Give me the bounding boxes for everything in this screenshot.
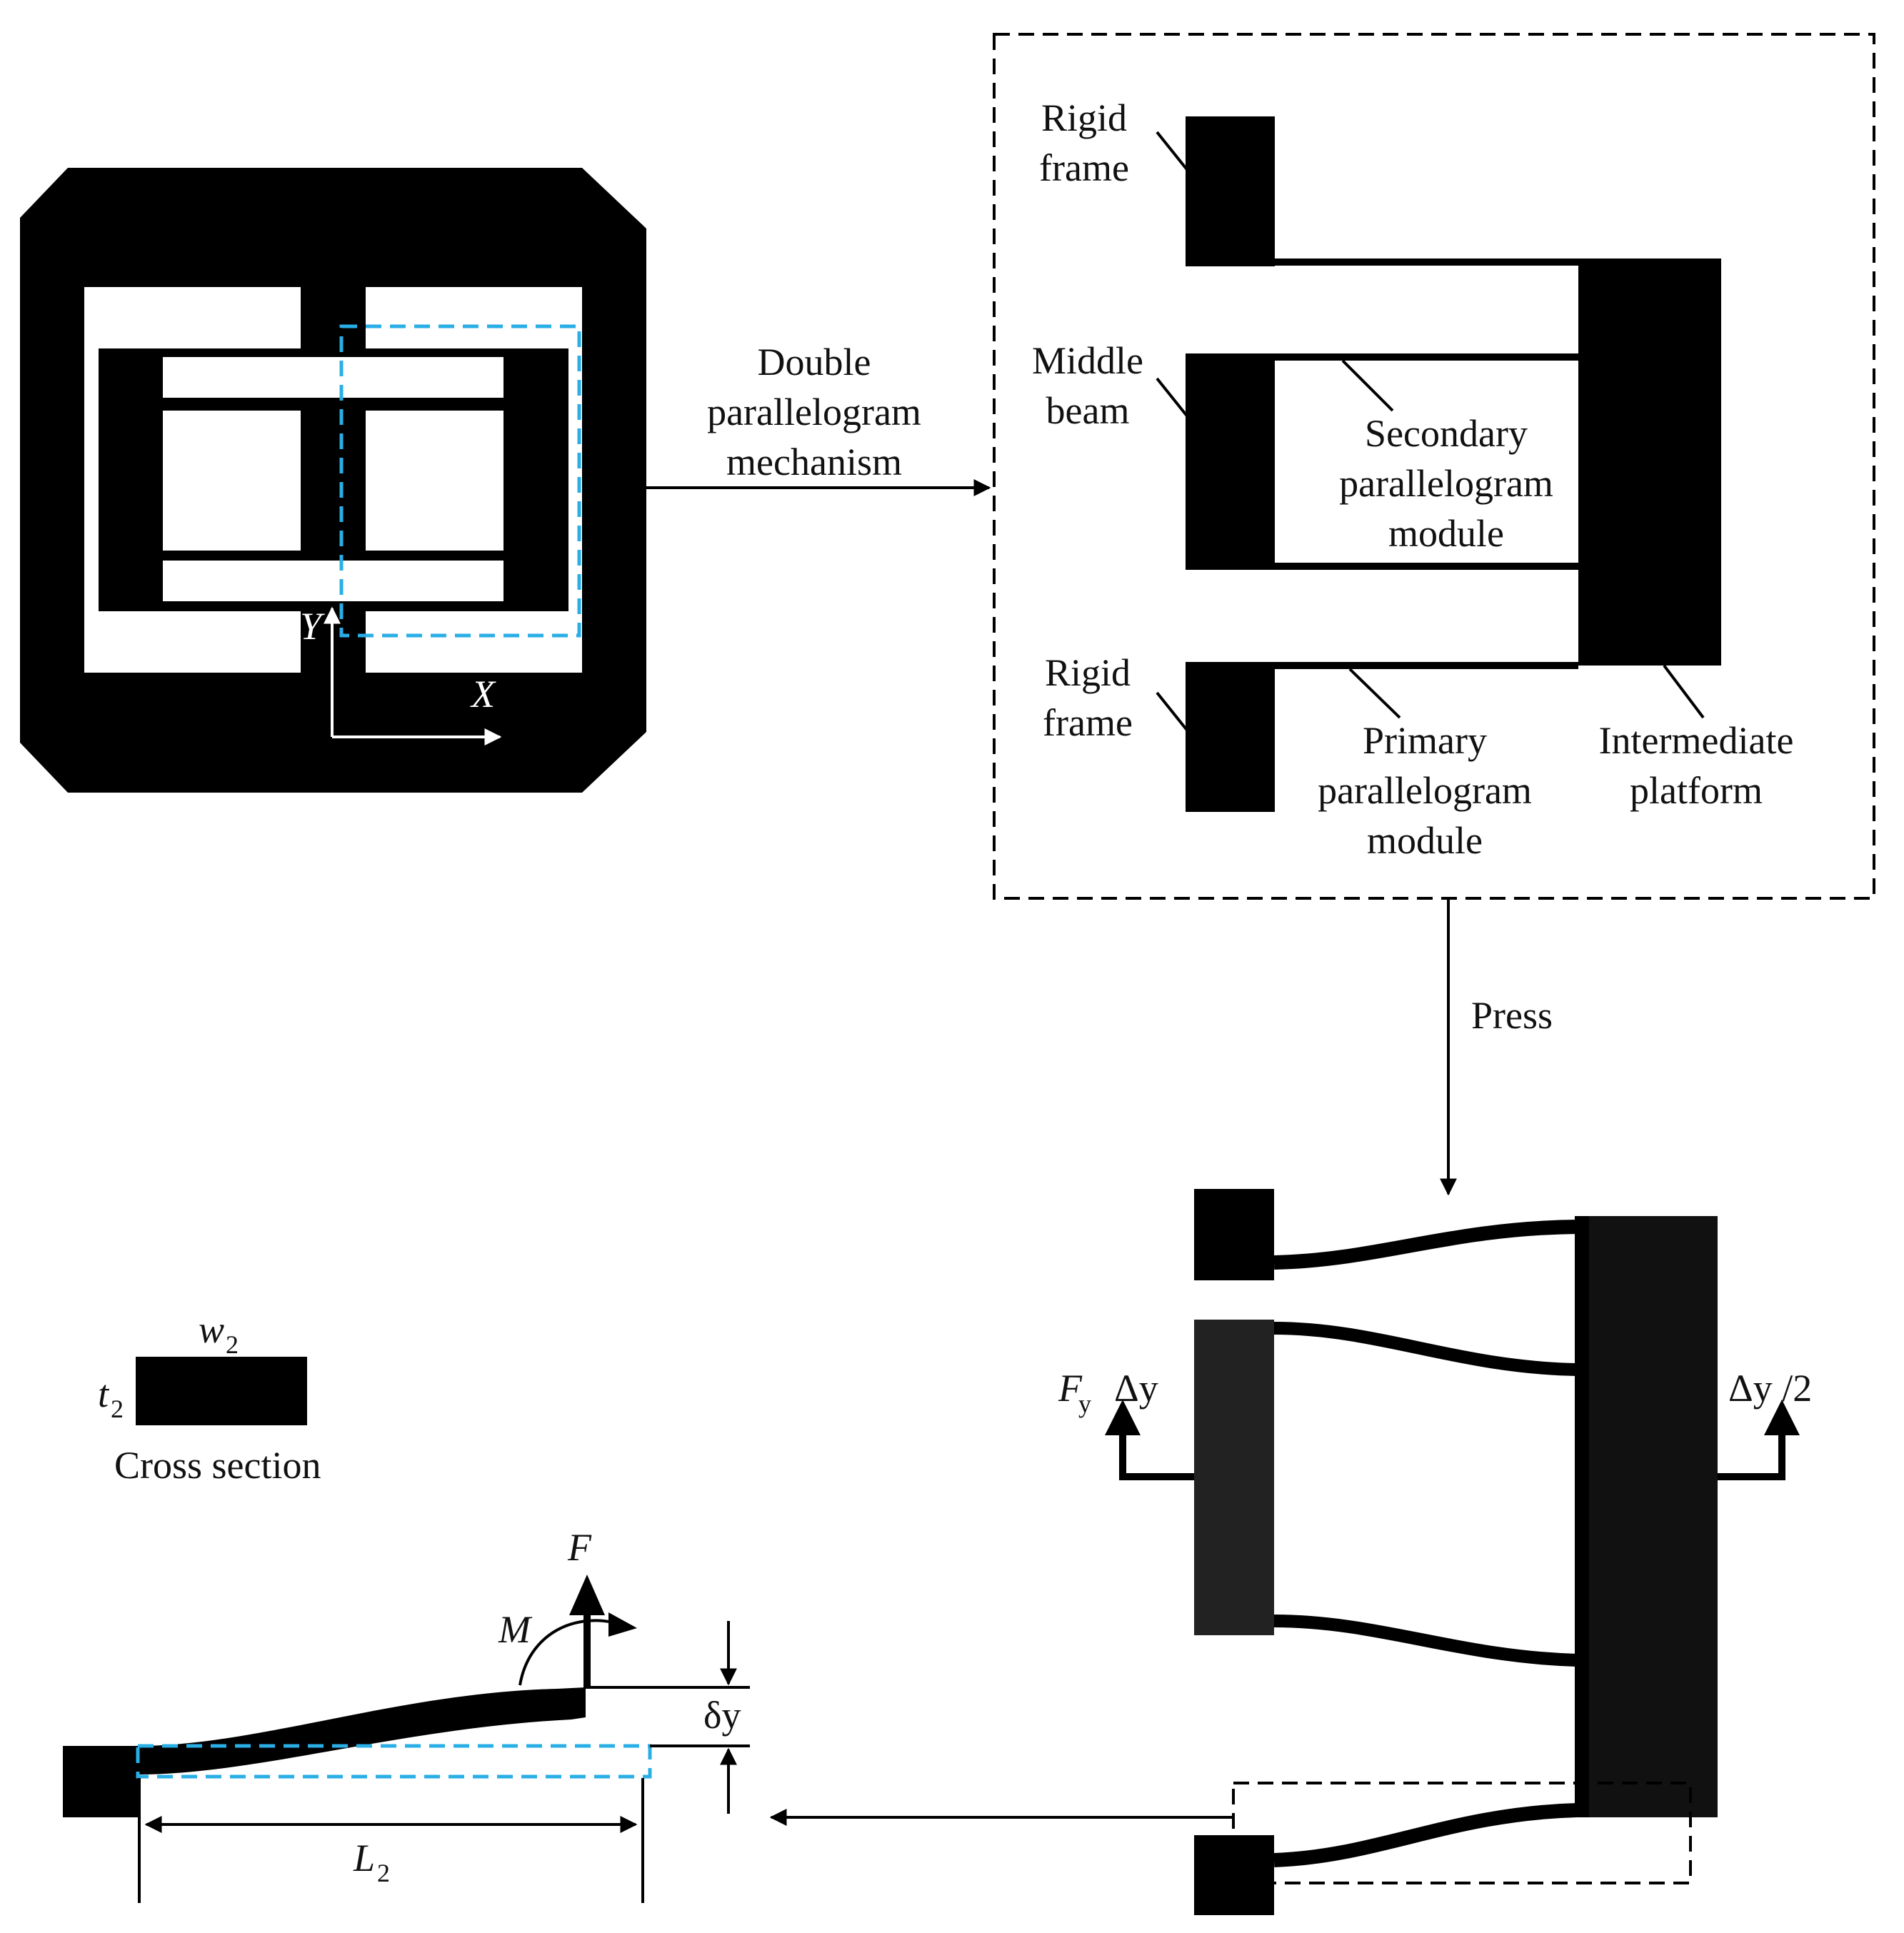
cross-section-label: Cross section [114,1444,321,1487]
leader-secondary-module [1341,359,1394,412]
label-primary-module-1: Primary [1363,719,1487,762]
deformed-rigid-frame-top [1194,1189,1274,1280]
leader-intermediate-platform [1663,664,1705,719]
moment-label: M [498,1608,533,1651]
y-axis-label: Y [300,605,325,648]
deflected-beam [138,1687,586,1774]
beam-detail: F M δy L 2 [63,1526,750,1903]
intermediate-platform [1578,258,1721,666]
label-primary-module-2: parallelogram [1318,769,1532,812]
deformed-middle-beam-block [1194,1320,1274,1635]
label-primary-module-3: module [1367,819,1483,862]
label-rigid-frame-top-1: Rigid [1041,96,1127,139]
zoom-arrow-label-line2: parallelogram [707,391,921,433]
label-secondary-module-3: module [1388,512,1504,555]
leader-middle-beam [1156,377,1193,423]
center-window-left [163,411,301,551]
half-delta-label: Δy /2 [1728,1367,1812,1410]
deflection-label: δy [703,1694,741,1737]
deformed-secondary-beam-top [1273,1322,1578,1376]
middle-beam-block [1186,353,1275,570]
thickness-label: t [98,1372,110,1415]
x-axis-label: X [470,673,496,716]
deformed-primary-beam-top [1273,1220,1578,1270]
deformed-platform-edge [1575,1216,1589,1817]
label-intermediate-platform-2: platform [1630,769,1763,812]
width-label: w [199,1308,224,1351]
leader-rigid-frame-bottom [1156,691,1193,737]
cross-section-rect [136,1357,307,1425]
half-delta-arrow-head [1764,1400,1800,1435]
detail-dashed-box [1232,1782,1692,1884]
cross-section: w 2 t 2 Cross section [98,1308,321,1487]
delta-y-label: Δy [1114,1367,1158,1410]
fy-label: F [1058,1367,1083,1410]
length-label-sub: 2 [377,1859,390,1887]
beam-anchor-block [63,1746,138,1817]
leader-rigid-frame-top [1156,131,1193,176]
label-rigid-frame-bottom-2: frame [1043,701,1133,744]
secondary-beam-top [1275,353,1578,361]
label-secondary-module-2: parallelogram [1339,462,1553,505]
fy-label-sub: y [1078,1390,1091,1418]
deformed-platform [1575,1216,1718,1817]
highlight-box [339,324,581,638]
fy-arrow [1119,1428,1194,1480]
top-beam-bar [163,357,503,398]
width-label-sub: 2 [226,1330,239,1359]
deformed-primary-beam-bottom [1273,1803,1578,1867]
length-label: L [353,1837,375,1879]
label-secondary-module-1: Secondary [1365,412,1528,455]
stage-overview: Y X [20,168,646,793]
label-intermediate-platform-1: Intermediate [1599,719,1794,762]
primary-beam-bottom [1275,662,1578,669]
leader-primary-module [1348,668,1401,719]
primary-beam-top [1275,258,1578,266]
rigid-frame-bottom [1186,662,1275,812]
fy-arrow-head [1105,1400,1141,1435]
zoom-dashed-frame [993,33,1875,900]
press-label: Press [1471,994,1553,1037]
thickness-label-sub: 2 [111,1395,124,1423]
force-f-head [569,1575,605,1615]
rigid-frame-top [1186,116,1275,266]
zoom-arrow-label-line3: mechanism [726,441,902,483]
undeformed-beam-outline [136,1744,652,1779]
zoomed-mechanism: Rigid frame Middle beam Secondary parall… [993,33,1875,900]
force-f-label: F [567,1526,592,1569]
zoom-arrow-label-line1: Double [758,341,871,383]
deformed-secondary-beam-bottom [1273,1615,1578,1667]
label-middle-beam-2: beam [1046,389,1130,432]
moment-head [608,1612,637,1637]
label-rigid-frame-top-2: frame [1039,146,1129,189]
deformed-mechanism: F y Δy Δy /2 [1058,1189,1812,1915]
label-rigid-frame-bottom-1: Rigid [1045,651,1131,694]
half-delta-arrow [1718,1428,1785,1480]
moment-arc [518,1619,613,1686]
bottom-beam-bar [163,561,503,601]
label-middle-beam-1: Middle [1032,339,1143,382]
secondary-beam-bottom [1275,563,1578,570]
center-window-right [366,411,503,551]
